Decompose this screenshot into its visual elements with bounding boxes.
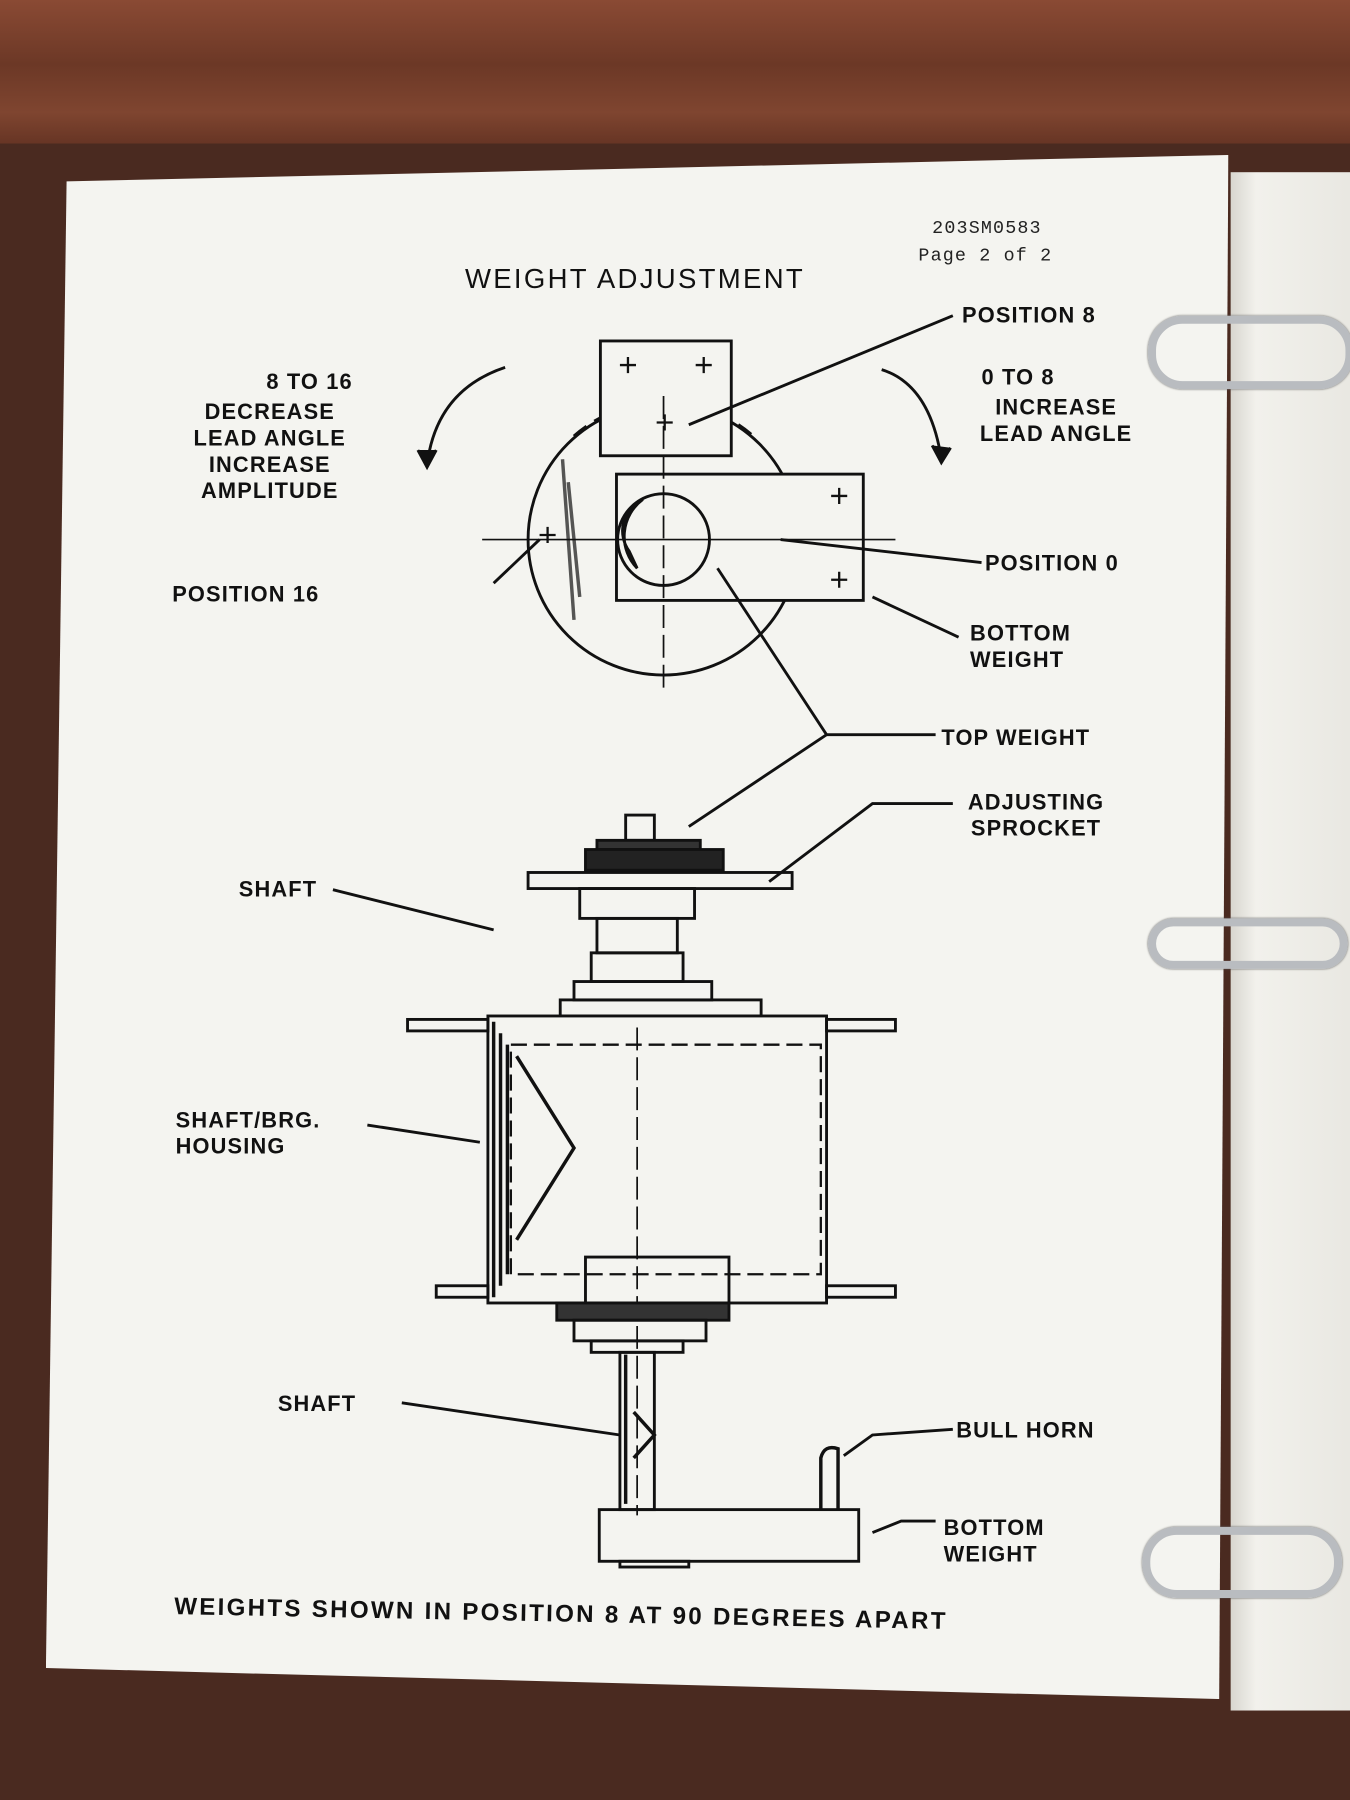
label-bottom-weight-side: BOTTOM WEIGHT <box>944 1515 1045 1568</box>
label-0-to-8: 0 TO 8 <box>981 366 1055 391</box>
shaft-bearing-housing <box>486 1014 828 1305</box>
label-shaft-lower: SHAFT <box>277 1392 357 1417</box>
label-position-8: POSITION 8 <box>962 304 1096 329</box>
arrow-cw <box>881 368 943 460</box>
wood-table <box>0 0 1350 161</box>
text: AMPLITUDE <box>200 479 339 504</box>
page-title: WEIGHT ADJUSTMENT <box>464 264 806 296</box>
text: BOTTOM <box>943 1516 1045 1541</box>
label-top-weight: TOP WEIGHT <box>941 726 1091 751</box>
text: DECREASE <box>204 400 335 425</box>
text: INCREASE <box>208 453 331 478</box>
document-number: 203SM0583 <box>932 218 1042 239</box>
sprocket <box>584 848 725 872</box>
text: BOTTOM <box>970 622 1072 647</box>
page-number: Page 2 of 2 <box>918 245 1053 267</box>
text: ADJUSTING <box>967 790 1105 816</box>
text: HOUSING <box>175 1135 286 1160</box>
bottom-weight-plate <box>615 472 865 602</box>
text: LEAD ANGLE <box>979 422 1133 447</box>
binder-ring-top <box>1148 315 1350 390</box>
text: WEIGHT <box>943 1542 1038 1568</box>
text: LEAD ANGLE <box>193 427 346 452</box>
bull-horn <box>819 1445 840 1510</box>
binder-ring-bottom <box>1142 1526 1343 1599</box>
text: INCREASE <box>995 396 1118 421</box>
text: SHAFT/BRG. <box>175 1108 321 1134</box>
label-bull-horn: BULL HORN <box>956 1418 1095 1444</box>
shaft-cap <box>624 813 656 842</box>
pin-right-top <box>825 1017 897 1033</box>
binder-ring-middle <box>1148 918 1348 969</box>
label-adjusting-sprocket: ADJUSTING SPROCKET <box>959 790 1114 843</box>
top-weight-plate <box>598 339 733 458</box>
label-position-0: POSITION 0 <box>984 552 1119 577</box>
text: WEIGHT <box>970 648 1065 673</box>
label-8-to-16-desc: DECREASE LEAD ANGLE INCREASE AMPLITUDE <box>184 400 356 506</box>
bottom-weight-side <box>597 1508 861 1563</box>
label-bottom-weight-top: BOTTOM WEIGHT <box>970 621 1071 674</box>
label-0-to-8-desc: INCREASE LEAD ANGLE <box>970 395 1142 448</box>
arrow-ccw <box>425 365 506 466</box>
pin-left-top <box>406 1017 490 1033</box>
label-position-16: POSITION 16 <box>172 583 320 608</box>
text: SPROCKET <box>970 817 1102 842</box>
label-shaft-upper: SHAFT <box>238 878 318 903</box>
index-plate <box>526 871 794 890</box>
label-housing: SHAFT/BRG. HOUSING <box>176 1108 321 1161</box>
label-8-to-16: 8 TO 16 <box>266 370 353 395</box>
